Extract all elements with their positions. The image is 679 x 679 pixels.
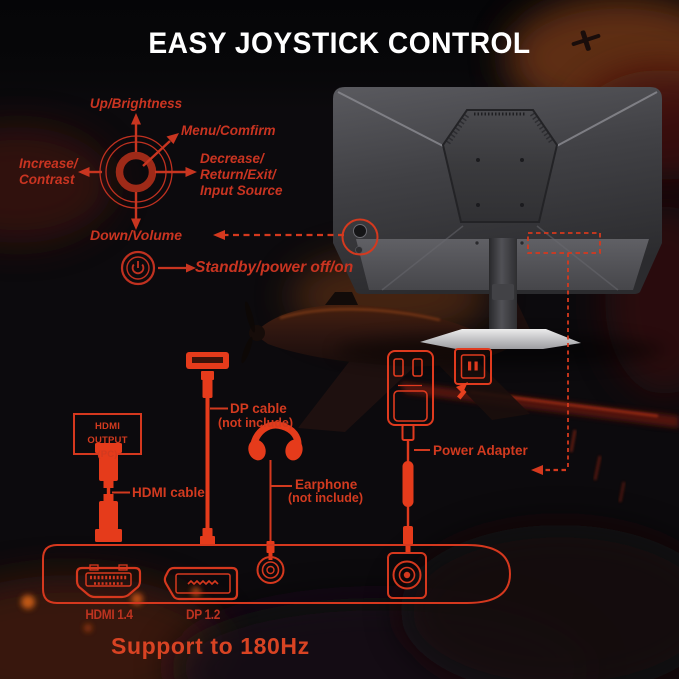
small-plane-silhouette <box>571 30 601 51</box>
label-earphone: Earphone <box>295 477 358 492</box>
hdmi-port-icon <box>75 564 142 599</box>
ports-panel-outline <box>42 544 512 604</box>
label-hdmi-output: HDMI OUTPUT (PC) <box>87 421 128 460</box>
label-down-volume: Down/Volume <box>89 227 183 243</box>
monitor-back <box>333 87 665 366</box>
hdmi-cable-icon <box>95 443 122 542</box>
label-dp-cable-note: (not include) <box>218 416 293 430</box>
label-increase-contrast: Increase/ Contrast <box>19 156 78 187</box>
joystick-direction-arrows <box>78 113 197 230</box>
joystick-location-dashed-arrow <box>213 230 344 240</box>
label-dp-cable: DP cable <box>230 401 287 416</box>
ports-pointer-dashed-line <box>531 253 569 475</box>
label-menu-confirm: Menu/Comfirm <box>181 123 276 138</box>
power-port-icon <box>387 552 427 599</box>
outlet-pointer-arrow <box>456 382 468 400</box>
joystick-knob <box>353 224 367 238</box>
wall-outlet-icon <box>454 348 492 385</box>
ports-highlight-rect <box>527 232 601 254</box>
standby-arrow <box>158 263 196 273</box>
headphones-icon <box>248 421 303 461</box>
page-title: EASY JOYSTICK CONTROL <box>148 27 531 60</box>
label-hdmi-cable: HDMI cable <box>132 485 205 500</box>
label-support-180hz: Support to 180Hz <box>111 633 310 659</box>
stand-base <box>420 329 581 349</box>
label-dp-port: DP 1.2 <box>185 607 220 622</box>
label-power-adapter: Power Adapter <box>433 443 528 458</box>
dp-cable-icon <box>186 352 229 545</box>
power-adapter-icon <box>387 350 434 553</box>
label-earphone-note: (not include) <box>288 491 363 505</box>
power-dot <box>355 246 363 254</box>
label-standby: Standby/power off/on <box>195 259 354 276</box>
power-button-icon <box>120 250 156 286</box>
dp-port-icon <box>163 566 239 601</box>
label-hdmi-port: HDMI 1.4 <box>85 607 133 622</box>
label-decrease-return: Decrease/ Return/Exit/ Input Source <box>200 151 283 198</box>
label-up-brightness: Up/Brightness <box>89 96 183 111</box>
audio-jack-icon <box>256 556 285 584</box>
vesa-panel <box>441 109 559 223</box>
joystick-highlight-circle <box>341 218 379 256</box>
